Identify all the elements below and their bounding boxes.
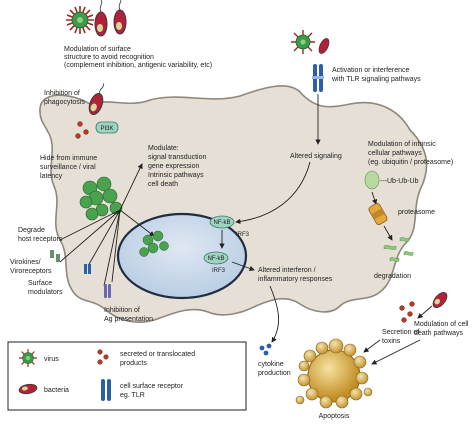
peptide-fragments <box>383 237 414 262</box>
irf3-cytoplasm: IRF3 <box>236 232 250 238</box>
legend-secreted-icon <box>97 349 109 365</box>
legend-bacteria-icon <box>18 383 38 395</box>
svg-text:PI3K: PI3K <box>100 126 113 132</box>
altered-signaling-label: Altered signaling <box>290 153 342 160</box>
modulation-intrinsic-label: Modulation of intrinsic cellular pathway… <box>368 141 453 166</box>
surface-modulators-label: Surface modulators <box>28 280 63 296</box>
modulate-label: Modulate: signal transduction gene expre… <box>148 145 208 188</box>
secretion-label: Secretion of toxins <box>382 329 421 345</box>
apoptosis-label: Apoptosis <box>319 413 350 420</box>
cytokine-label: cytokine production <box>258 361 291 377</box>
bacteria-icon <box>88 83 105 116</box>
legend-secreted-label: secreted or translocated products <box>120 351 197 367</box>
ag-presentation-receptor <box>104 284 111 298</box>
pi3k-box: PI3K <box>95 121 119 134</box>
central-radiating-arrows <box>59 163 155 287</box>
nuclear-virus-cluster <box>139 230 169 257</box>
virus-icon <box>66 6 94 34</box>
ubiquitinated-protein <box>364 170 380 190</box>
svg-text:NF-kB: NF-kB <box>208 256 225 262</box>
legend-receptor-icon <box>101 379 111 401</box>
inhibition-phago-label: Inhibition of phagocytosis <box>44 90 85 106</box>
legend-receptor-label: cell surface receptor eg. TLR <box>120 383 185 399</box>
legend-virus-label: virus <box>44 356 59 363</box>
irf3-nucleus: IRF3 <box>212 268 226 274</box>
modulation-surface-label: Modulation of surface structure to avoid… <box>64 46 212 69</box>
bacteria-icon <box>318 38 330 54</box>
toxin-dots <box>399 301 415 323</box>
altered-interferon-label: Altered interferon / inflammatory respon… <box>258 267 333 283</box>
ub-chain-label: ---Ub-Ub-Ub <box>380 178 419 185</box>
nfkb-cytoplasm: NF-kB <box>209 215 235 229</box>
bacteria-icon <box>113 0 127 35</box>
hide-label: Hide from immune surveillance / viral la… <box>40 155 99 180</box>
arrow-signaling-to-nfkb <box>235 161 311 225</box>
activation-tlr-label: Activation or interference with TLR sign… <box>331 67 421 83</box>
arrow-to-proteasome <box>371 191 378 205</box>
tlr-receptor-icon <box>312 64 324 92</box>
surface-modulator-receptor <box>84 264 91 274</box>
bacteria-icon <box>94 0 108 37</box>
arrow-death-apoptosis <box>371 339 421 365</box>
legend-bacteria-label: bacteria <box>44 387 69 394</box>
viroreceptor-shapes <box>50 250 60 262</box>
secreted-product-dots <box>75 121 89 139</box>
modulation-death-label: Modulation of cell death pathways <box>414 321 470 337</box>
virokines-label: Virokines/ Viroreceptors <box>10 259 52 275</box>
inhibition-ag-label: Inhibition of Ag presentation <box>104 307 153 323</box>
arrow-secretion-apoptosis <box>363 339 381 353</box>
apoptotic-cell <box>295 338 373 409</box>
nfkb-nucleus: NF-kB <box>203 251 229 265</box>
latent-virus-cluster <box>79 176 123 221</box>
degrade-host-label: Degrade host receptors <box>18 227 63 243</box>
arrow-bacteria-death <box>417 305 433 319</box>
arrow-to-cytokine <box>269 285 279 343</box>
virus-icon <box>291 30 315 54</box>
arrow-nucleus-out <box>231 261 255 271</box>
arrow-to-degradation <box>383 225 393 241</box>
proteasome-icon <box>368 203 388 225</box>
bacteria-icon <box>432 291 448 309</box>
legend: virus bacteria secreted or translocated … <box>7 341 247 411</box>
proteasome-label: proteasome <box>398 209 435 216</box>
cytokine-dots <box>259 343 272 356</box>
degradation-label: degradation <box>374 273 411 280</box>
legend-virus-icon <box>19 349 37 367</box>
svg-text:NF-kB: NF-kB <box>214 220 231 226</box>
